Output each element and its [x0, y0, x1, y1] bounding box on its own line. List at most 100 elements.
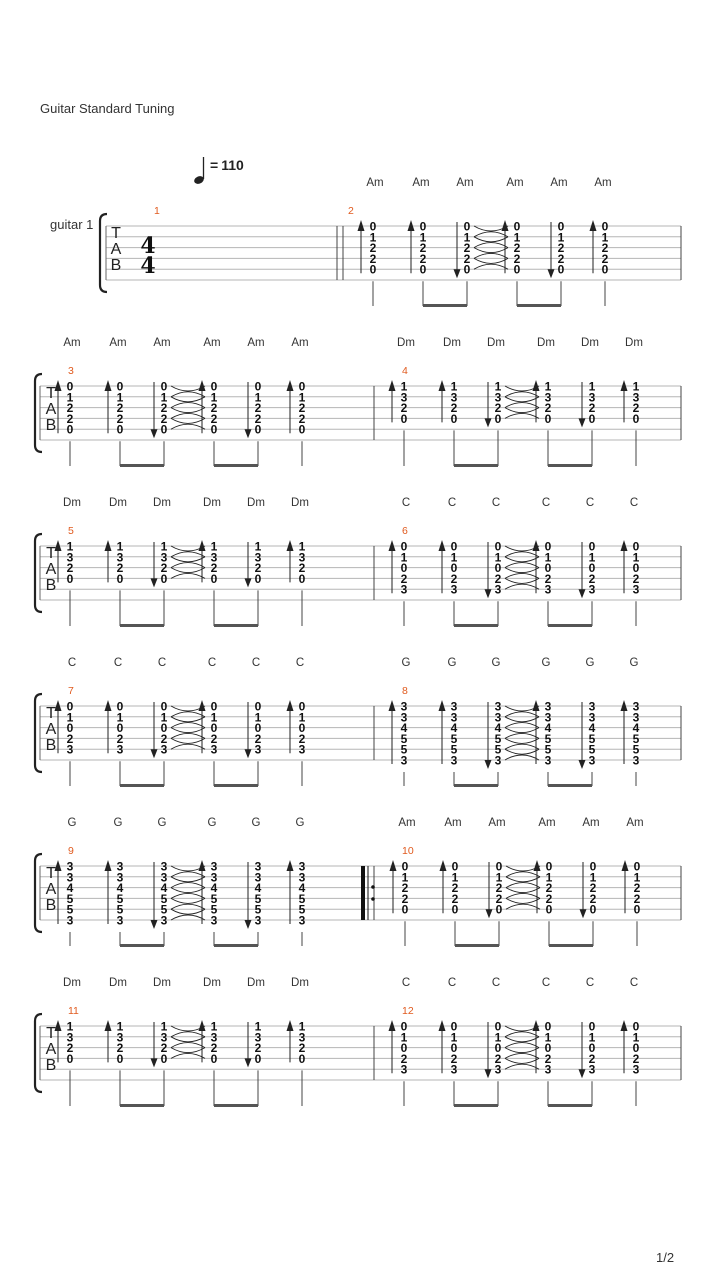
- strum-up-arrow-icon: [388, 380, 396, 391]
- chord-name: G: [402, 657, 411, 669]
- fret-number: 2: [589, 401, 596, 415]
- tab-clef-letter: B: [46, 737, 57, 754]
- chord-name: Am: [366, 177, 383, 189]
- fret-number: 0: [401, 561, 408, 575]
- fret-number: 0: [558, 220, 565, 234]
- strum-up-arrow-icon: [388, 540, 396, 551]
- fret-number: 2: [464, 241, 471, 255]
- fret-number: 4: [117, 881, 124, 895]
- fret-number: 0: [633, 540, 640, 554]
- fret-number: 5: [451, 732, 458, 746]
- tie-arc: [170, 391, 206, 398]
- fret-number: 1: [299, 390, 306, 404]
- tab-clef-letter: B: [46, 417, 57, 434]
- fret-number: 3: [495, 583, 502, 597]
- fret-number: 0: [299, 1052, 306, 1066]
- fret-number: 1: [299, 540, 306, 554]
- tab-clef-letter: T: [111, 225, 121, 242]
- tie-arc: [504, 385, 540, 392]
- fret-number: 2: [255, 401, 262, 415]
- fret-number: 0: [545, 561, 552, 575]
- chord-name: Am: [456, 177, 473, 189]
- strum-down-arrow-icon: [244, 429, 252, 439]
- tie-arc: [504, 556, 540, 563]
- strum-up-arrow-icon: [54, 700, 62, 711]
- fret-number: 2: [451, 572, 458, 586]
- fret-number: 1: [67, 540, 74, 554]
- strum-up-arrow-icon: [104, 380, 112, 391]
- fret-number: 3: [117, 870, 124, 884]
- note-beam: [549, 944, 593, 947]
- strum-down-arrow-icon: [484, 760, 492, 769]
- fret-number: 5: [545, 732, 552, 746]
- fret-number: 3: [161, 860, 168, 874]
- time-signature-denominator: 4: [140, 253, 155, 279]
- fret-number: 3: [495, 1063, 502, 1077]
- tie-arc: [170, 903, 206, 910]
- note-beam: [517, 304, 561, 307]
- fret-number: 2: [117, 561, 124, 575]
- strum-up-arrow-icon: [286, 540, 294, 551]
- note-beam: [120, 784, 164, 787]
- fret-number: 5: [67, 892, 74, 906]
- fret-number: 0: [633, 412, 640, 426]
- fret-number: 1: [451, 550, 458, 564]
- tie-arc: [504, 391, 540, 398]
- fret-number: 0: [545, 1020, 552, 1034]
- fret-number: 5: [117, 903, 124, 917]
- fret-number: 1: [464, 230, 471, 244]
- fret-number: 0: [255, 1052, 262, 1066]
- fret-number: 0: [589, 561, 596, 575]
- fret-number: 1: [545, 550, 552, 564]
- fret-number: 2: [211, 412, 218, 426]
- fret-number: 0: [633, 1020, 640, 1034]
- fret-number: 0: [211, 1052, 218, 1066]
- fret-number: 5: [255, 903, 262, 917]
- fret-number: 0: [514, 220, 521, 234]
- tie-arc: [170, 1036, 206, 1043]
- fret-number: 2: [299, 412, 306, 426]
- tie-arc: [170, 1042, 206, 1048]
- fret-number: 2: [602, 241, 609, 255]
- fret-number: 1: [117, 710, 124, 724]
- strum-down-arrow-icon: [484, 1069, 492, 1079]
- tie-arc: [170, 914, 206, 921]
- fret-number: 1: [211, 710, 218, 724]
- fret-number: 0: [401, 540, 408, 554]
- system-bracket: [33, 1012, 43, 1094]
- note-beam: [120, 624, 164, 627]
- tie-arc: [170, 545, 206, 552]
- strum-up-arrow-icon: [389, 860, 397, 871]
- fret-number: 3: [161, 550, 168, 564]
- fret-number: 1: [299, 710, 306, 724]
- fret-number: 5: [255, 892, 262, 906]
- fret-number: 2: [558, 241, 565, 255]
- fret-number: 3: [299, 870, 306, 884]
- tab-clef-letter: B: [46, 577, 57, 594]
- fret-number: 1: [633, 550, 640, 564]
- note-beam: [120, 1104, 164, 1107]
- fret-number: 2: [602, 252, 609, 266]
- tie-arc: [504, 748, 540, 755]
- fret-number: 1: [545, 380, 552, 394]
- fret-number: 2: [420, 241, 427, 255]
- fret-number: 3: [255, 860, 262, 874]
- tie-arc: [170, 562, 206, 568]
- fret-number: 4: [545, 721, 552, 735]
- tie-arc: [505, 903, 541, 910]
- fret-number: 0: [67, 721, 74, 735]
- tie-arc: [170, 876, 206, 883]
- strum-down-arrow-icon: [150, 749, 158, 759]
- fret-number: 3: [589, 700, 596, 714]
- strum-down-arrow-icon: [485, 909, 493, 919]
- fret-number: 4: [211, 881, 218, 895]
- page-number: 1/2: [656, 1250, 675, 1265]
- fret-number: 0: [117, 1052, 124, 1066]
- strum-down-arrow-icon: [150, 578, 158, 588]
- fret-number: 0: [117, 380, 124, 394]
- fret-number: 1: [161, 540, 168, 554]
- tie-arc: [505, 865, 541, 872]
- fret-number: 1: [496, 870, 503, 884]
- tie-arc: [170, 705, 206, 712]
